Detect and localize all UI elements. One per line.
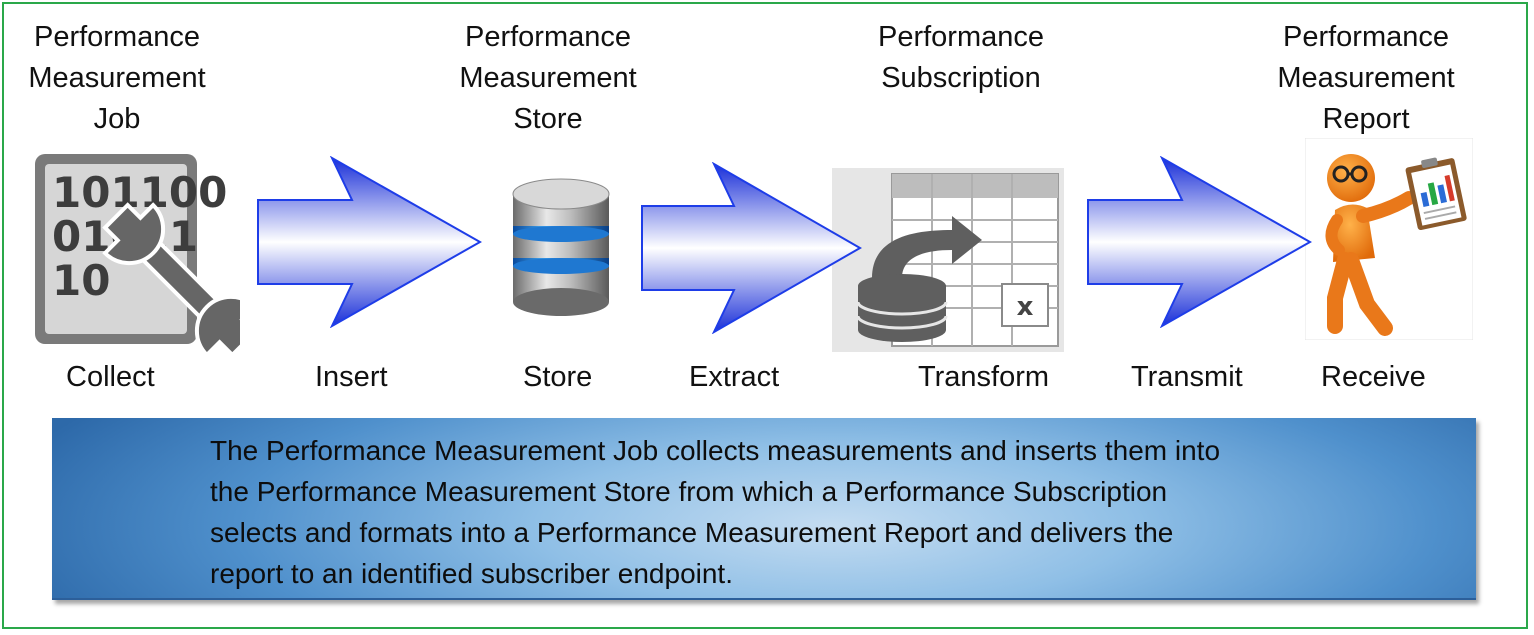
stage-title-report: Performance Measurement Report	[1277, 21, 1455, 135]
stage-title-store: Performance Measurement Store	[459, 21, 637, 135]
step-label-transmit: Transmit	[1131, 361, 1243, 393]
description-text: The Performance Measurement Job collects…	[210, 430, 1360, 594]
extract-arrow	[641, 162, 862, 334]
step-label-store: Store	[523, 361, 593, 393]
description-line: the Performance Measurement Store from w…	[210, 476, 1168, 507]
description-line: selects and formats into a Performance M…	[210, 517, 1174, 548]
step-label-transform: Transform	[918, 361, 1050, 393]
binary-wrench-icon: 101100 01011 10	[30, 150, 258, 360]
step-label-extract: Extract	[689, 361, 780, 393]
description-line: report to an identified subscriber endpo…	[210, 558, 733, 589]
svg-text:101100: 101100	[52, 168, 227, 217]
step-label-insert: Insert	[315, 361, 388, 393]
svg-text:x: x	[1017, 292, 1034, 322]
svg-text:10: 10	[52, 256, 110, 305]
stage-title-job: Performance Measurement Job	[28, 21, 206, 135]
database-icon	[482, 172, 640, 328]
stage-title-subscription: Performance Subscription	[877, 21, 1044, 94]
insert-arrow	[257, 156, 482, 328]
step-label-collect: Collect	[66, 361, 155, 393]
transmit-arrow	[1087, 156, 1312, 328]
person-clipboard-icon	[1304, 137, 1474, 341]
spreadsheet-transform-icon: x	[832, 168, 1064, 352]
description-box: The Performance Measurement Job collects…	[52, 418, 1476, 600]
step-label-receive: Receive	[1321, 361, 1426, 393]
description-line: The Performance Measurement Job collects…	[210, 435, 1221, 466]
